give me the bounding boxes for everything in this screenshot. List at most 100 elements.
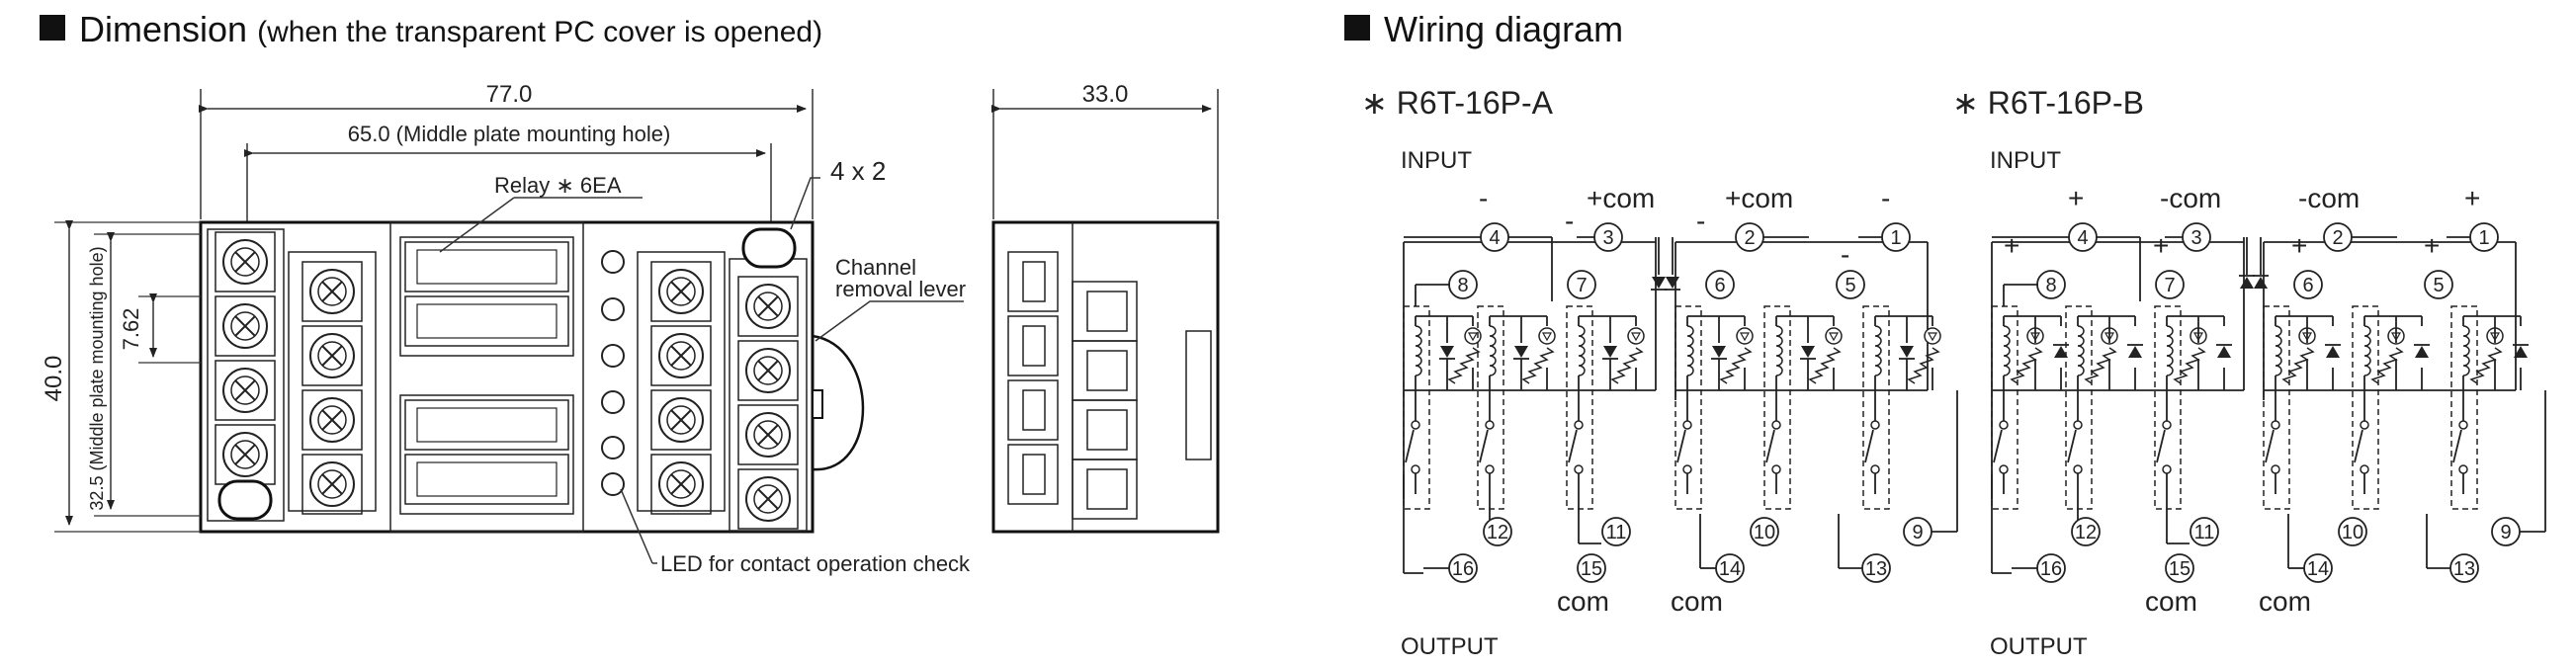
a-channel-5: [1765, 325, 1843, 474]
a-terminal-2: 2: [1735, 222, 1764, 252]
b-terminal-5: 5: [2424, 270, 2453, 299]
screw-left-4: [215, 424, 276, 485]
b-channel-1: [1993, 325, 2069, 474]
side-slot-2: [1007, 315, 1059, 376]
svg-text:9: 9: [1912, 522, 1923, 543]
dimension-section: Dimension(when the transparent PC cover …: [40, 9, 1220, 576]
lever-label-line1: Channel: [835, 255, 916, 280]
svg-text:1: 1: [1890, 227, 1901, 249]
svg-text:15: 15: [2169, 558, 2190, 580]
svg-text:10: 10: [2342, 522, 2363, 543]
led-6: [601, 472, 625, 496]
a-channel-3: [1568, 325, 1645, 474]
b-pol-4: +: [2068, 183, 2084, 213]
side-slot-1: [1007, 251, 1059, 312]
svg-text:7: 7: [2164, 275, 2175, 296]
svg-text:16: 16: [1452, 558, 1474, 580]
lever-label-line2: removal lever: [835, 277, 966, 301]
pitch-label: 7.62: [119, 308, 143, 351]
height-overall-label: 40.0: [41, 356, 67, 402]
b-terminal-3: 3: [2182, 222, 2211, 252]
a-pol-1: -: [1881, 183, 1890, 213]
b-terminal-13: 13: [2449, 553, 2479, 583]
b-channel-5: [2354, 325, 2430, 474]
screw-inner-right-1: [650, 261, 712, 322]
svg-text:13: 13: [1865, 558, 1887, 580]
screw-left-1: [215, 231, 276, 292]
svg-text:12: 12: [1487, 522, 1508, 543]
a-channel-2: [1479, 325, 1556, 474]
relay-area: [389, 221, 584, 533]
b-pol-8: +: [2004, 230, 2019, 261]
b-terminal-4: 4: [2068, 222, 2098, 252]
wiring-section: Wiring diagram ∗ R6T-16P-A ∗ R6T-16P-B I…: [1344, 9, 2546, 660]
b-terminal-12: 12: [2071, 517, 2101, 546]
b-terminal-8: 8: [2036, 270, 2066, 299]
a-pol-4: -: [1479, 183, 1488, 213]
a-channel-6: [1864, 325, 1941, 474]
a-pol-5: -: [1841, 239, 1849, 270]
model-a-output-label: OUTPUT: [1401, 633, 1499, 660]
b-channel-2: [2067, 325, 2143, 474]
screw-inner-right-2: [650, 325, 712, 386]
model-a-com-label-2: com: [1671, 586, 1723, 617]
a-channel-1: [1405, 325, 1482, 474]
mount-hole-bottom-left: [217, 479, 273, 521]
screw-right-1: [737, 276, 799, 337]
a-terminal-4: 4: [1480, 222, 1509, 252]
mount-hole-top-right: [741, 227, 797, 269]
side-slot-4: [1007, 444, 1059, 505]
svg-text:3: 3: [2190, 227, 2201, 249]
mount-width-label: 65.0 (Middle plate mounting hole): [348, 122, 671, 146]
side-slot-3: [1007, 379, 1059, 441]
screw-inner-left-1: [301, 261, 363, 322]
b-pol-7: +: [2153, 230, 2169, 261]
a-pol-7: -: [1565, 206, 1574, 236]
screw-inner-right-4: [650, 454, 712, 515]
b-terminal-9: 9: [2491, 517, 2521, 546]
a-terminal-10: 10: [1750, 517, 1779, 546]
svg-text:6: 6: [1714, 275, 1725, 296]
a-terminal-3: 3: [1593, 222, 1623, 252]
dimension-title-square: [40, 15, 65, 41]
relay-2: [404, 295, 569, 347]
a-terminal-9: 9: [1903, 517, 1932, 546]
svg-text:5: 5: [1845, 275, 1855, 296]
model-b-input-label: INPUT: [1990, 147, 2061, 174]
relay-3: [404, 399, 569, 451]
screw-left-3: [215, 360, 276, 421]
b-pol-1: +: [2464, 183, 2480, 213]
a-terminal-8: 8: [1448, 270, 1478, 299]
b-pol-2: -com: [2298, 183, 2360, 213]
b-channel-6: [2452, 325, 2529, 474]
b-channel-4: [2265, 325, 2341, 474]
model-b-com-label-2: com: [2259, 586, 2311, 617]
relay-label: Relay ∗ 6EA: [494, 173, 622, 198]
screw-inner-left-4: [301, 454, 363, 515]
led-column: [601, 250, 625, 496]
model-a-label: ∗ R6T-16P-A: [1361, 85, 1554, 121]
b-terminal-7: 7: [2155, 270, 2185, 299]
svg-text:4: 4: [1489, 227, 1500, 249]
svg-text:5: 5: [2433, 275, 2444, 296]
svg-text:9: 9: [2500, 522, 2511, 543]
b-terminal-16: 16: [2036, 553, 2066, 583]
b-terminal-10: 10: [2338, 517, 2367, 546]
led-label: LED for contact operation check: [660, 551, 971, 576]
dimension-title: Dimension(when the transparent PC cover …: [79, 9, 822, 49]
screw-right-2: [737, 340, 799, 401]
relay-4: [404, 454, 569, 505]
led-3: [601, 344, 625, 368]
side-width-label: 33.0: [1082, 81, 1129, 108]
led-4: [601, 390, 625, 414]
model-b-label: ∗ R6T-16P-B: [1952, 85, 2144, 121]
a-terminal-7: 7: [1567, 270, 1596, 299]
a-pol-3: +com: [1587, 183, 1655, 213]
relay-1: [404, 241, 569, 292]
model-b-com-label-1: com: [2145, 586, 2197, 617]
a-terminal-16: 16: [1448, 553, 1478, 583]
a-channel-4: [1676, 325, 1754, 474]
b-channel-3: [2156, 325, 2232, 474]
a-terminal-15: 15: [1577, 553, 1606, 583]
